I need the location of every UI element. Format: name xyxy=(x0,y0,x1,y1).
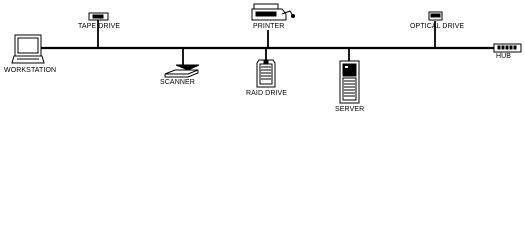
optical-drive-icon xyxy=(428,11,443,21)
server-icon xyxy=(339,60,360,104)
raid-drive-icon xyxy=(256,59,276,88)
hub-icon xyxy=(493,43,522,53)
tape-drive-icon xyxy=(88,12,109,21)
tape-drive-label: TAPE DRIVE xyxy=(78,23,121,30)
server-label: SERVER xyxy=(335,106,365,113)
network-diagram-canvas xyxy=(11,3,522,104)
network-diagram: WORKSTATION TAPE DRIVE PRINTER OPTICAL D… xyxy=(0,0,525,117)
printer-icon xyxy=(251,3,295,21)
optical-drive-label: OPTICAL DRIVE xyxy=(410,23,465,30)
scanner-label: SCANNER xyxy=(160,79,195,86)
raid-drive-label: RAID DRIVE xyxy=(246,90,288,97)
workstation-icon xyxy=(11,34,45,64)
hub-label: HUB xyxy=(496,53,512,60)
workstation-label: WORKSTATION xyxy=(4,67,57,74)
scanner-icon xyxy=(164,64,200,78)
printer-label: PRINTER xyxy=(253,23,285,30)
